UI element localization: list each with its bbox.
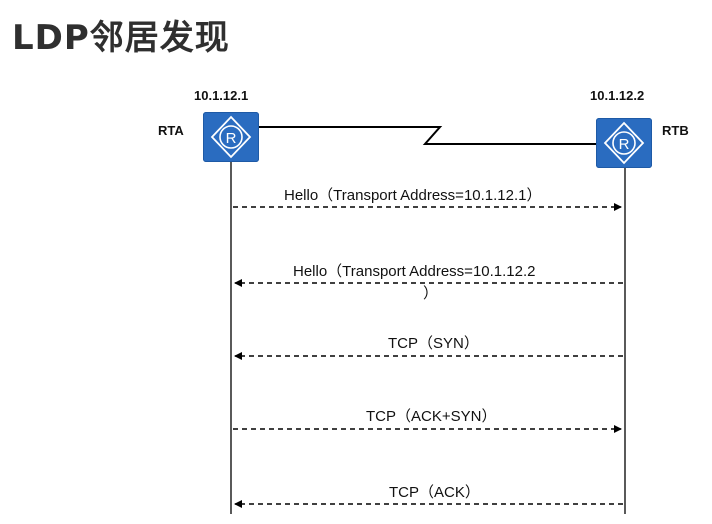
rta-ip-label: 10.1.12.1 (194, 88, 249, 103)
rtb-name-label: RTB (662, 123, 689, 138)
message-label: Hello（Transport Address=10.1.12.1） (284, 187, 542, 204)
rta-name-label: RTA (158, 123, 184, 138)
rtb-router-icon: R (596, 118, 652, 168)
rta-router-icon: R (203, 112, 259, 162)
rtb-ip-label: 10.1.12.2 (590, 88, 645, 103)
message-label: Hello（Transport Address=10.1.12.2 (293, 263, 536, 280)
router-icon: R (210, 115, 252, 159)
router-glyph: R (226, 130, 237, 147)
page-title: LDP邻居发现 (12, 18, 230, 58)
router-icon: R (603, 121, 645, 165)
message-label: TCP（ACK） (389, 484, 480, 501)
router-glyph: R (619, 136, 630, 153)
message-label-wrap: ） (423, 285, 439, 302)
serial-link (258, 126, 596, 145)
message-label: TCP（ACK+SYN） (366, 408, 497, 425)
message-label: TCP（SYN） (388, 335, 479, 352)
